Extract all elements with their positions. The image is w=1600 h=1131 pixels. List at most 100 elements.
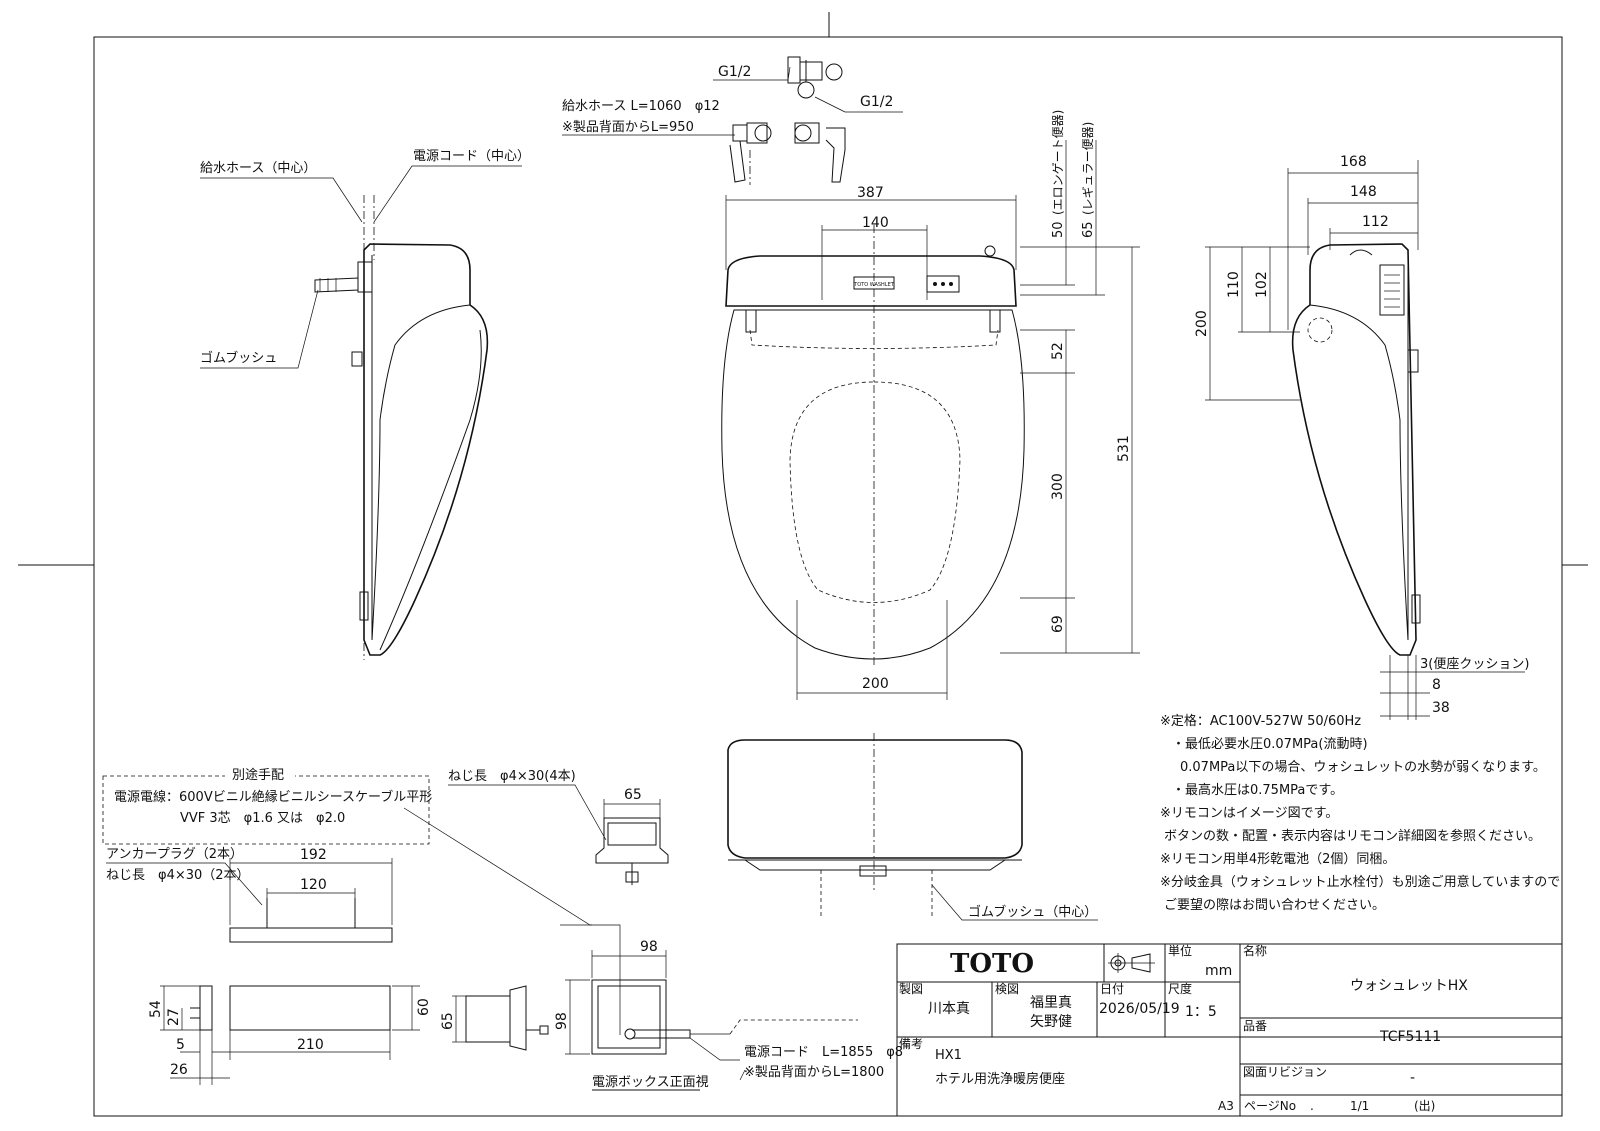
dim-60: 60	[416, 998, 432, 1016]
regular-label: (レギュラー便器)	[1081, 122, 1095, 215]
front-view: TOTO WASHLET	[721, 110, 1140, 700]
page-number: 1/1	[1350, 1099, 1369, 1113]
anchor-plate: アンカープラグ（2本） ねじ長 φ4×30（2本） 192 120	[106, 847, 393, 943]
remote-screw-label: ねじ長 φ4×30(4本)	[448, 769, 576, 784]
note-7: ※リモコン用単4形乾電池（2個）同梱。	[1160, 851, 1395, 867]
dim-531: 531	[1116, 435, 1132, 462]
dim-98-v: 98	[554, 1012, 570, 1030]
bush-leader	[200, 289, 319, 369]
dim-210: 210	[297, 1037, 324, 1053]
left-side-view: 給水ホース（中心） 電源コード（中心） ゴムブッシュ	[200, 149, 530, 660]
dim-200-side: 200	[1194, 310, 1210, 337]
note-4: ・最高水圧は0.75MPaです。	[1172, 782, 1343, 798]
power-box-caption: 電源ボックス正面視	[592, 1075, 709, 1090]
page-suffix: (出)	[1414, 1099, 1435, 1113]
title-block: TOTO 単位 mm 製図 川本真 検図 福里真 矢野健 日付 2026/05/…	[896, 943, 1563, 1117]
bottom-bush-label: ゴムブッシュ（中心）	[968, 904, 1097, 920]
projection-symbol	[1108, 953, 1155, 973]
cord-leader	[373, 165, 522, 223]
product-name: ウォシュレットHX	[1350, 978, 1468, 994]
dim-65-side: 65	[440, 1012, 456, 1030]
right-side-view: 168 148 112 200 110 102 3(便座クッション) 8 38	[1194, 154, 1529, 720]
dim-300: 300	[1050, 473, 1066, 500]
dim-26: 26	[170, 1062, 188, 1078]
power-cord-length: 電源コード L=1855 φ8	[744, 1045, 903, 1060]
separate-title: 別途手配	[232, 767, 284, 783]
dim-387: 387	[857, 185, 884, 201]
unit-value: mm	[1205, 963, 1232, 979]
remote-holder-views: 54 27 60 210 5 26 ねじ長 φ4×30(4本) 65	[148, 769, 903, 1091]
dim-168: 168	[1340, 154, 1367, 170]
rubber-bush-label: ゴムブッシュ	[200, 350, 277, 366]
note-1: ※定格：AC100V-527W 50/60Hz	[1160, 713, 1361, 729]
dim-8: 8	[1432, 677, 1441, 693]
cord-center-label: 電源コード（中心）	[413, 149, 530, 164]
dim-65-top: 65	[624, 787, 642, 803]
anchor-screw-label: ねじ長 φ4×30（2本）	[106, 868, 250, 883]
name-label: 名称	[1243, 943, 1267, 958]
separate-line2: VVF 3芯 φ1.6 又は φ2.0	[180, 811, 345, 826]
dim-120: 120	[300, 877, 327, 893]
front-badge	[853, 276, 895, 290]
dim-5: 5	[176, 1037, 185, 1053]
front-badge-text: TOTO WASHLET	[853, 282, 895, 288]
dim-102: 102	[1254, 271, 1270, 298]
note-2: ・最低必要水圧0.07MPa(流動時)	[1172, 737, 1368, 752]
dim-3-cushion: 3(便座クッション)	[1420, 657, 1529, 672]
drafter-label: 製図	[899, 982, 923, 996]
dim-54: 54	[148, 1000, 164, 1018]
dim-69: 69	[1050, 615, 1066, 633]
dim-140: 140	[862, 215, 889, 231]
dim-112: 112	[1362, 214, 1389, 230]
g2-label: G1/2	[860, 94, 893, 110]
dim-52: 52	[1050, 342, 1066, 360]
unit-label: 単位	[1168, 943, 1192, 958]
scale-value: 1：5	[1185, 1004, 1217, 1020]
revision-label: 図面リビジョン	[1243, 1065, 1327, 1079]
date-label: 日付	[1100, 982, 1124, 996]
water-fittings: G1/2 G1/2 給水ホース L=1060 φ12 ※製品背面からL=950	[562, 56, 903, 183]
checker-name-1: 福里真	[1030, 995, 1072, 1011]
checker-label: 検図	[995, 982, 1019, 996]
note-5: ※リモコンはイメージ図です。	[1160, 806, 1338, 821]
checker-name-2: 矢野健	[1030, 1014, 1072, 1030]
model-number: TCF5111	[1379, 1029, 1441, 1045]
remarks-label: 備考	[899, 1036, 923, 1051]
hose-rear-label: ※製品背面からL=950	[562, 120, 694, 135]
dim-200: 200	[862, 676, 889, 692]
notes-block: ※定格：AC100V-527W 50/60Hz ・最低必要水圧0.07MPa(流…	[1160, 713, 1560, 913]
power-cord-rear: ※製品背面からL=1800	[744, 1065, 884, 1080]
separate-line1: 電源電線：600Vビニル絶縁ビニルシースケーブル平形	[114, 789, 432, 805]
note-6: ボタンの数・配置・表示内容はリモコン詳細図を参照ください。	[1164, 828, 1541, 844]
toto-logo: TOTO	[950, 949, 1034, 979]
bottom-view: ゴムブッシュ（中心）	[727, 733, 1098, 921]
page-label: ページNo	[1244, 1099, 1296, 1113]
dim-98-h: 98	[640, 939, 658, 955]
note-8: ※分岐金具（ウォシュレット止水栓付）も別途ご用意していますので	[1160, 874, 1560, 890]
remarks-line-1: HX1	[935, 1048, 962, 1063]
dim-50: 50	[1051, 221, 1066, 238]
sheet-border	[93, 36, 1563, 1117]
revision-value: -	[1410, 1070, 1415, 1086]
dim-110: 110	[1226, 271, 1242, 298]
remarks-line-2: ホテル用洗浄暖房便座	[935, 1071, 1065, 1087]
hose-length-label: 給水ホース L=1060 φ12	[562, 99, 720, 114]
sheet-size: A3	[1218, 1099, 1234, 1113]
g1-label: G1/2	[718, 64, 751, 80]
date-value: 2026/05/19	[1099, 1001, 1180, 1017]
elongate-label: (エロンゲート便器)	[1051, 110, 1065, 215]
note-9: ご要望の際はお問い合わせください。	[1164, 897, 1385, 913]
hose-leader	[200, 177, 363, 223]
dim-65: 65	[1081, 221, 1096, 238]
dim-148: 148	[1350, 184, 1377, 200]
anchor-plug-label: アンカープラグ（2本）	[106, 847, 243, 862]
separate-arrangement-box: 別途手配 電源電線：600Vビニル絶縁ビニルシースケーブル平形 VVF 3芯 φ…	[102, 767, 621, 1035]
dim-27: 27	[166, 1008, 182, 1026]
scale-label: 尺度	[1168, 981, 1192, 996]
hose-center-label: 給水ホース（中心）	[200, 161, 316, 176]
dim-192: 192	[300, 847, 327, 863]
dim-38: 38	[1432, 700, 1450, 716]
page-dot: .	[1310, 1099, 1314, 1113]
model-label: 品番	[1243, 1019, 1267, 1033]
